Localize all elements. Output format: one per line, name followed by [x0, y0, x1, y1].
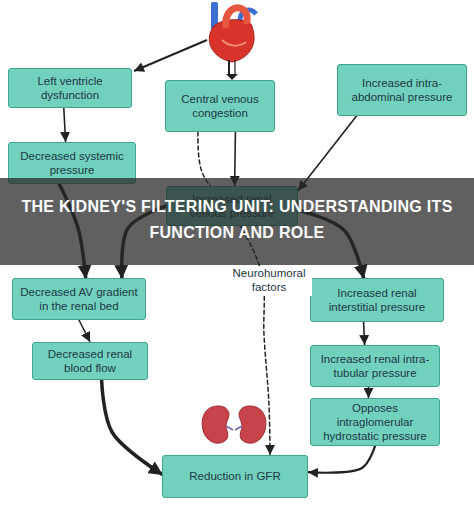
flow-arrow	[368, 387, 370, 398]
kidney-left	[202, 406, 229, 443]
heart-highlight	[222, 40, 246, 46]
process-box: Increased renal intra-tubular pressure	[310, 345, 440, 387]
box-text: Increased renal intra-tubular pressure	[317, 352, 433, 380]
heart-illustration	[209, 2, 256, 62]
flow-arrow	[102, 380, 162, 474]
heart-arrow	[228, 60, 230, 75]
process-box: Increased renal interstitial pressure	[310, 278, 444, 322]
heart-arrow	[134, 40, 207, 71]
process-box: Central venous congestion	[165, 80, 275, 132]
flow-arrow	[308, 446, 375, 473]
box-text: Decreased systemic pressure	[15, 149, 129, 177]
title-text: THE KIDNEY'S FILTERING UNIT: UNDERSTANDI…	[14, 194, 460, 245]
heart-arrow	[234, 60, 235, 75]
box-text: Reduction in GFR	[189, 469, 280, 483]
aorta	[226, 8, 247, 28]
box-text: Increased intra-abdominal pressure	[344, 76, 460, 104]
box-text: Opposes intraglomerular hydrostatic pres…	[317, 401, 433, 443]
process-box: Decreased renal blood flow	[32, 342, 148, 380]
process-box: Increased intra-abdominal pressure	[337, 64, 467, 116]
process-box: Left ventricle dysfunction	[8, 68, 132, 108]
edge-label: Neurohumoral factors	[226, 266, 312, 296]
flow-arrow	[364, 322, 365, 345]
kidney-illustration	[202, 406, 266, 443]
box-text: Central venous congestion	[172, 92, 268, 120]
box-text: Decreased AV gradient in the renal bed	[19, 285, 139, 313]
heart-body	[209, 20, 254, 62]
process-box: Decreased AV gradient in the renal bed	[12, 278, 146, 320]
flow-arrow	[79, 320, 90, 342]
flow-arrow	[64, 108, 66, 142]
kidney-right	[239, 406, 266, 443]
ureter	[226, 426, 242, 430]
box-text: Left ventricle dysfunction	[15, 74, 125, 102]
title-banner: THE KIDNEY'S FILTERING UNIT: UNDERSTANDI…	[0, 178, 474, 265]
process-box: Reduction in GFR	[162, 455, 308, 498]
box-text: Increased renal interstitial pressure	[317, 286, 437, 314]
box-text: Decreased renal blood flow	[39, 347, 141, 375]
process-box: Opposes intraglomerular hydrostatic pres…	[310, 398, 440, 446]
